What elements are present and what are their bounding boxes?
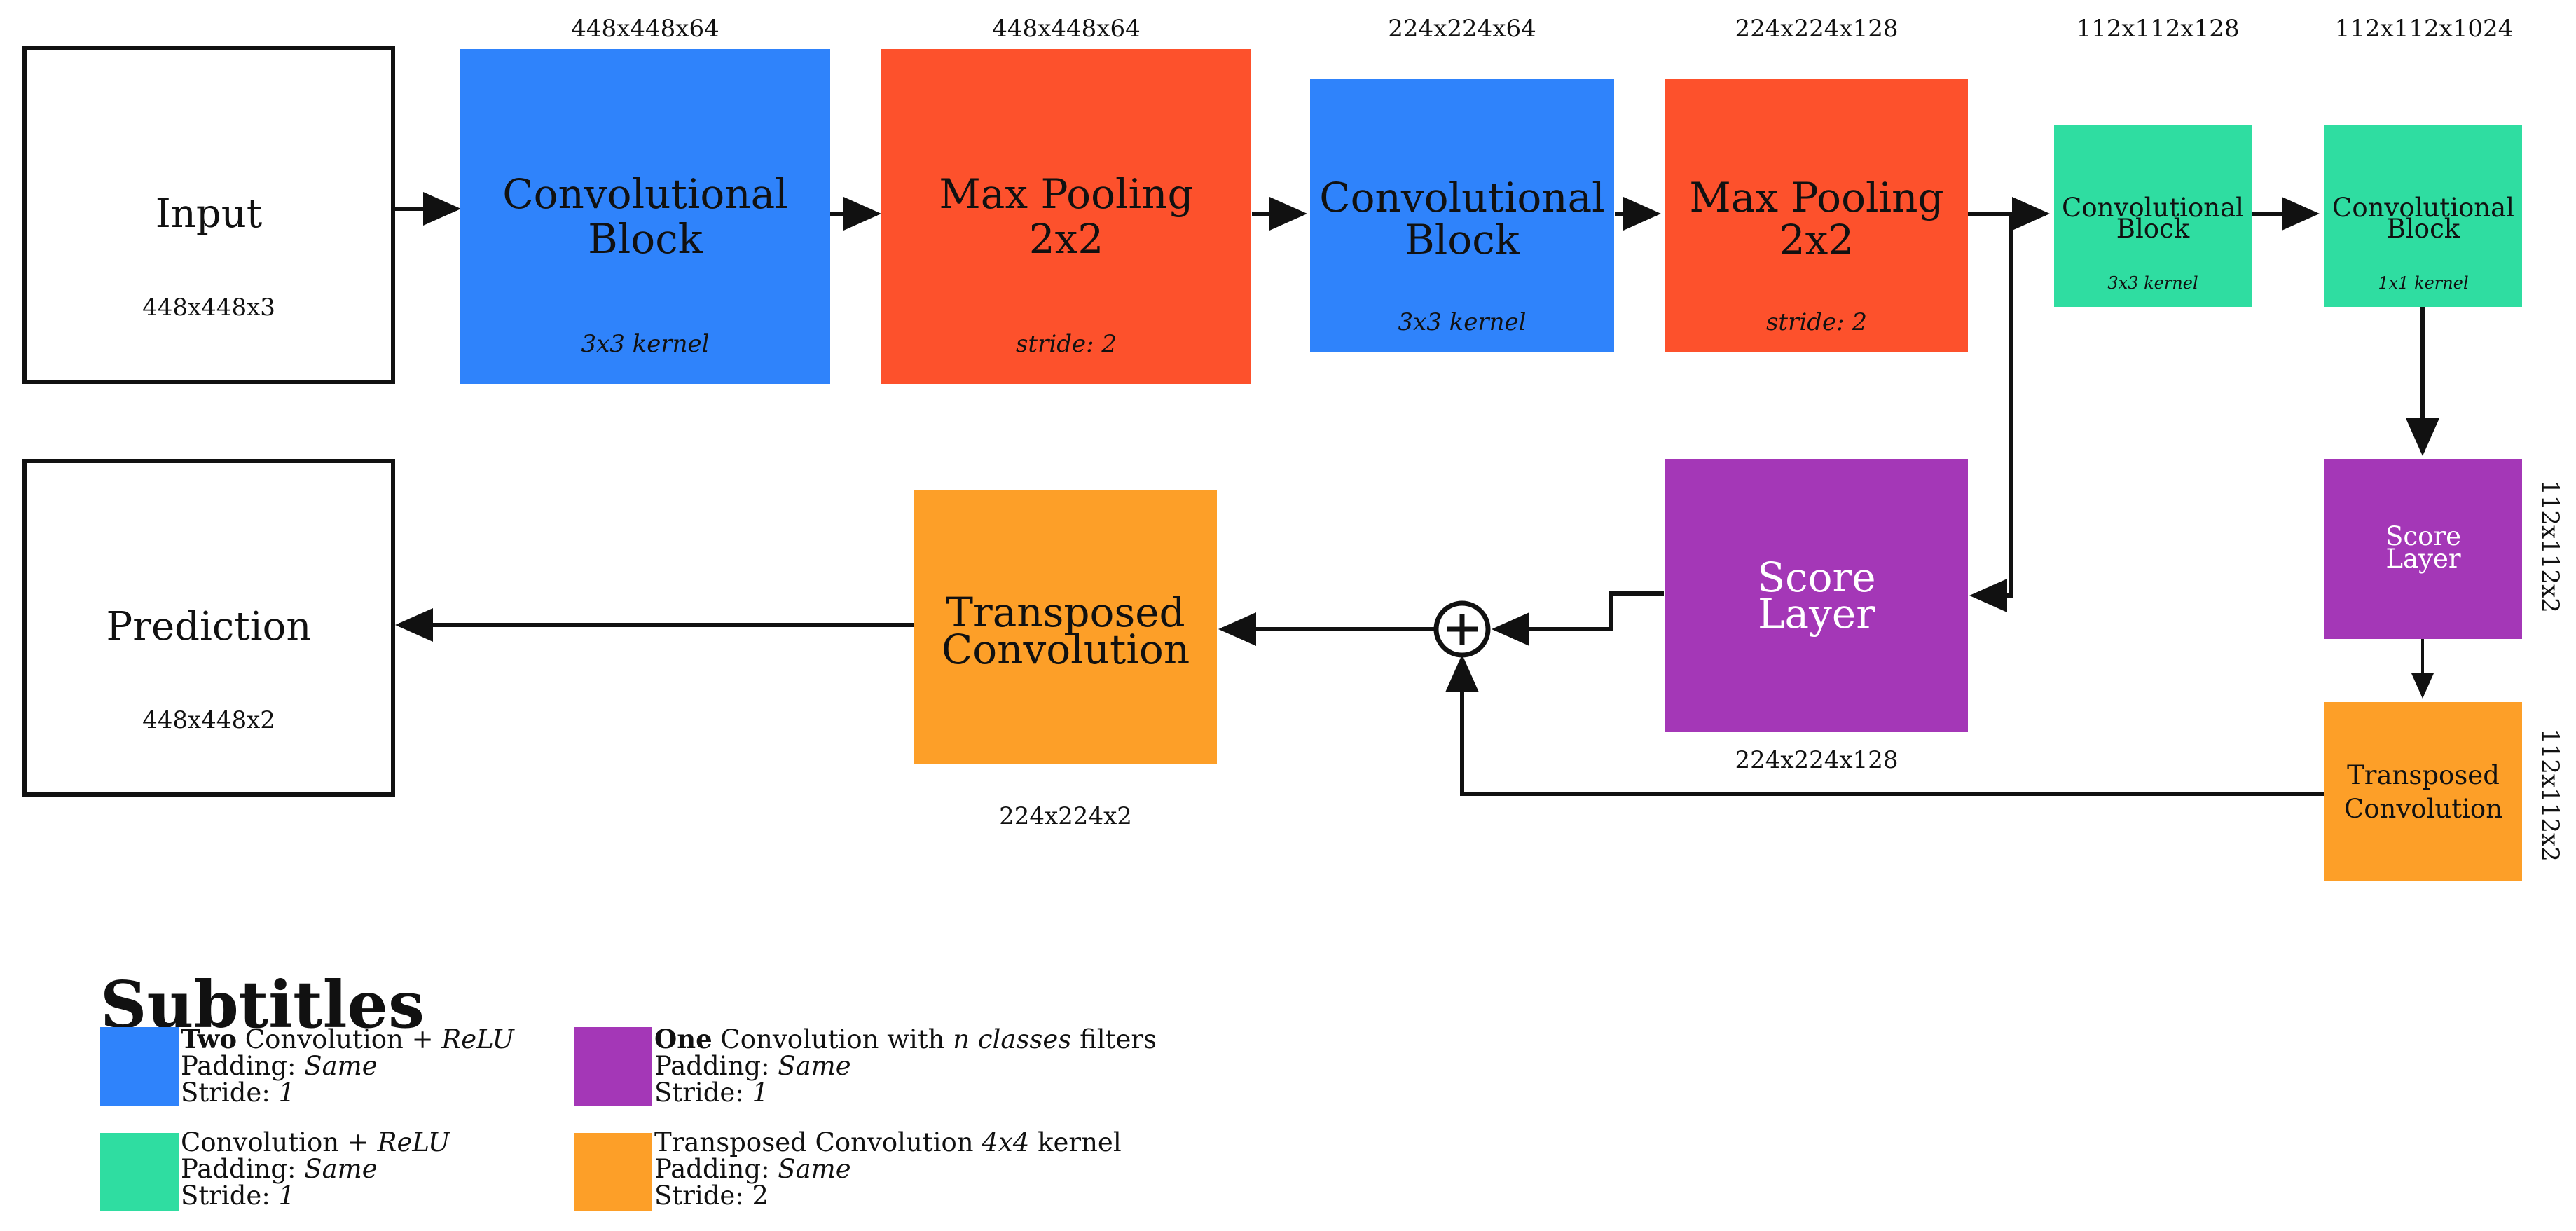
legend-blue-line3: Stride: bbox=[181, 1078, 279, 1108]
legend-purple-line1-tail: filters bbox=[1071, 1024, 1157, 1054]
prediction-node: Prediction 448x448x2 bbox=[22, 459, 395, 797]
legend-orange-line3: Stride: bbox=[654, 1181, 752, 1211]
legend-swatch-blue bbox=[100, 1027, 179, 1106]
legend-orange-line3-val: 2 bbox=[752, 1181, 769, 1211]
input-dims: 448x448x3 bbox=[142, 294, 275, 322]
score-layer-small: Score Layer bbox=[2324, 459, 2522, 639]
tconv-main-dims-label: 224x224x2 bbox=[999, 802, 1132, 830]
arrow-score-main-to-add bbox=[1492, 591, 1664, 646]
legend-purple-bold: One bbox=[654, 1024, 712, 1054]
tconv-main-block: Transposed Convolution bbox=[914, 490, 1217, 764]
legend-swatch-purple bbox=[574, 1027, 652, 1106]
legend-purple-line2-ital: Same bbox=[778, 1051, 851, 1081]
tconv-main-title-line1: Transposed bbox=[946, 589, 1185, 636]
legend-purple-line1-ital: n classes bbox=[953, 1024, 1072, 1054]
pool2-stride-note: stride: 2 bbox=[1765, 308, 1868, 336]
score-main-dims-label: 224x224x128 bbox=[1735, 746, 1899, 774]
score-small-dims-label: 112x112x2 bbox=[2536, 480, 2564, 613]
legend-swatch-orange bbox=[574, 1133, 652, 1211]
score-main-title-line2: Layer bbox=[1758, 590, 1875, 638]
arrow-pool2-branch-to-score bbox=[1969, 214, 2013, 612]
conv4-block: Convolutional Block 1x1 kernel bbox=[2324, 125, 2522, 307]
arrow-tconv-small-to-add bbox=[1445, 654, 2324, 796]
legend-orange-line2: Padding: bbox=[654, 1154, 778, 1184]
pool1-stride-note: stride: 2 bbox=[1015, 330, 1117, 358]
legend-orange-line1-tail: kernel bbox=[1029, 1127, 1122, 1157]
tconv-main-title-line2: Convolution bbox=[941, 626, 1190, 673]
tconv-small-dims-label: 112x112x2 bbox=[2536, 729, 2564, 862]
pool2-title-line2: 2x2 bbox=[1779, 216, 1854, 263]
legend-orange-line2-ital: Same bbox=[778, 1154, 851, 1184]
pool1-block: Max Pooling 2x2 stride: 2 bbox=[881, 49, 1251, 384]
prediction-dims: 448x448x2 bbox=[142, 706, 275, 734]
conv4-title-line2: Block bbox=[2386, 214, 2460, 244]
tconv-small-title-line2: Convolution bbox=[2343, 794, 2503, 824]
legend-green-line3-ital: 1 bbox=[278, 1181, 296, 1211]
legend-swatch-green bbox=[100, 1133, 179, 1211]
score-main-title-line1: Score bbox=[1757, 553, 1876, 601]
conv2-dims-label: 224x224x64 bbox=[1388, 15, 1536, 43]
legend-purple-line1: Convolution with bbox=[712, 1024, 953, 1054]
input-node: Input 448x448x3 bbox=[22, 46, 395, 384]
conv3-title-line2: Block bbox=[2116, 214, 2190, 244]
pool2-dims-label: 224x224x128 bbox=[1735, 15, 1899, 43]
input-title: Input bbox=[155, 191, 263, 237]
score-small-title-line2: Layer bbox=[2385, 544, 2461, 574]
conv3-kernel-note: 3x3 kernel bbox=[2107, 273, 2198, 293]
score-small-title-line1: Score bbox=[2385, 521, 2461, 551]
conv2-title-line2: Block bbox=[1405, 216, 1520, 263]
conv4-kernel-note: 1x1 kernel bbox=[2378, 273, 2469, 293]
legend-blue-bold: Two bbox=[181, 1024, 237, 1054]
conv3-dims-label: 112x112x128 bbox=[2076, 15, 2240, 43]
legend-blue-line2: Padding: bbox=[181, 1051, 305, 1081]
legend-blue-line2-ital: Same bbox=[304, 1051, 378, 1081]
tconv-small-block: Transposed Convolution bbox=[2324, 702, 2522, 881]
legend-item-blue: Two Convolution + ReLU Padding: Same Str… bbox=[181, 1026, 514, 1106]
legend-item-green: Convolution + ReLU Padding: Same Stride:… bbox=[181, 1129, 450, 1209]
conv3-title-line1: Convolutional bbox=[2062, 193, 2244, 223]
pool1-title-line1: Max Pooling bbox=[939, 170, 1194, 218]
conv2-kernel-note: 3x3 kernel bbox=[1398, 308, 1527, 336]
legend-green-line1-ital: ReLU bbox=[377, 1127, 450, 1157]
legend-green-line1: Convolution + bbox=[181, 1127, 378, 1157]
legend-purple-line3-ital: 1 bbox=[752, 1078, 769, 1108]
pool2-block: Max Pooling 2x2 stride: 2 bbox=[1665, 79, 1968, 352]
conv3-block: Convolutional Block 3x3 kernel bbox=[2054, 125, 2252, 307]
conv1-block: Convolutional Block 3x3 kernel bbox=[460, 49, 830, 384]
conv2-block: Convolutional Block 3x3 kernel bbox=[1310, 79, 1614, 352]
conv2-title-line1: Convolutional bbox=[1319, 174, 1605, 221]
legend-blue-line1: Convolution + bbox=[237, 1024, 442, 1054]
conv4-title-line1: Convolutional bbox=[2332, 193, 2514, 223]
pool1-dims-label: 448x448x64 bbox=[992, 15, 1141, 43]
conv1-dims-label: 448x448x64 bbox=[571, 15, 719, 43]
legend-blue-line3-ital: 1 bbox=[278, 1078, 296, 1108]
prediction-title: Prediction bbox=[106, 604, 312, 649]
conv1-title-line2: Block bbox=[588, 215, 703, 263]
tconv-small-title-line1: Transposed bbox=[2347, 760, 2500, 790]
conv1-title-line1: Convolutional bbox=[502, 170, 788, 218]
legend-item-purple: One Convolution with n classes filters P… bbox=[654, 1026, 1157, 1106]
legend-green-line2: Padding: bbox=[181, 1154, 305, 1184]
legend-green-line2-ital: Same bbox=[304, 1154, 378, 1184]
pool2-title-line1: Max Pooling bbox=[1689, 174, 1944, 221]
legend-orange-line1-ital: 4x4 bbox=[982, 1127, 1030, 1157]
conv1-kernel-note: 3x3 kernel bbox=[581, 330, 710, 358]
legend-purple-line3: Stride: bbox=[654, 1078, 752, 1108]
score-layer-main: Score Layer bbox=[1665, 459, 1968, 732]
legend-purple-line2: Padding: bbox=[654, 1051, 778, 1081]
legend-green-line3: Stride: bbox=[181, 1181, 279, 1211]
legend-blue-line1-ital: ReLU bbox=[441, 1024, 514, 1054]
legend-orange-line1: Transposed Convolution bbox=[654, 1127, 982, 1157]
add-node bbox=[1433, 600, 1491, 658]
conv4-dims-label: 112x112x1024 bbox=[2334, 15, 2514, 43]
legend-item-orange: Transposed Convolution 4x4 kernel Paddin… bbox=[654, 1129, 1122, 1209]
pool1-title-line2: 2x2 bbox=[1028, 215, 1104, 263]
